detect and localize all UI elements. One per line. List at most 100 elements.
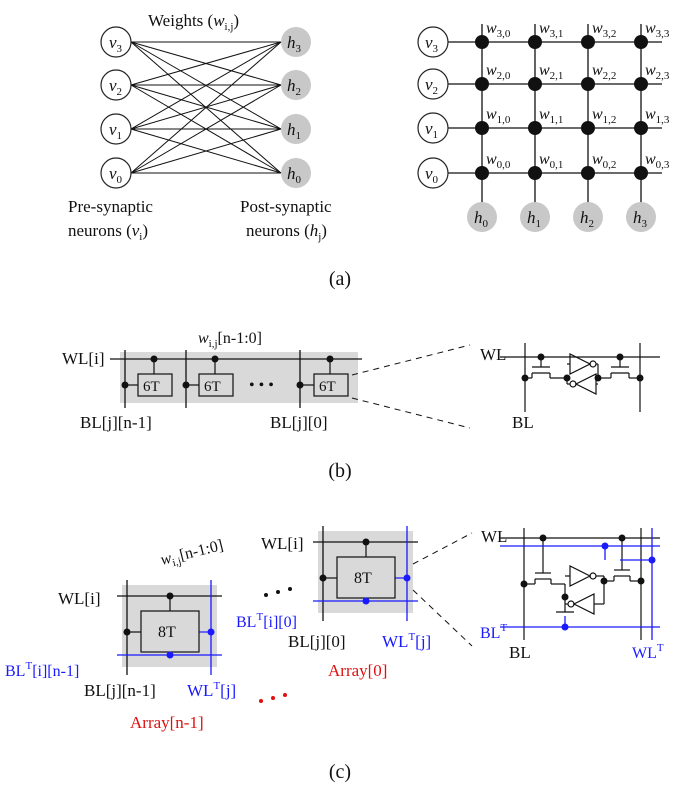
- svg-text:h2: h2: [287, 76, 301, 98]
- b-6t-cell-right: 6T: [296, 355, 349, 397]
- c-zoom-wlt-label: WLT: [632, 642, 664, 662]
- crossbar-v-node-2: v2: [417, 68, 449, 100]
- svg-text:6T: 6T: [143, 379, 160, 395]
- synapse-dot: [475, 121, 489, 135]
- caption-b: (b): [328, 460, 351, 482]
- panel-a-network: Weights (wi,j) v3 v2 v1 v0 h3: [68, 11, 332, 243]
- crossbar-h-node-2: h2: [573, 202, 603, 232]
- crossbar-h-node-0: h0: [467, 202, 497, 232]
- v-node-1: v1: [100, 113, 132, 145]
- synapse-dot: [634, 77, 648, 91]
- c-8t-schematic: [500, 528, 660, 640]
- weight-label: w1,3: [645, 106, 670, 126]
- svg-text:6T: 6T: [319, 379, 336, 395]
- v-node-2: v2: [100, 69, 132, 101]
- svg-text:v1: v1: [109, 120, 122, 142]
- panel-c: wi,j[n-1:0] 8T WL[i] BLT[i][n-1] BL[j][n…: [5, 526, 664, 732]
- c-zoom-wl-label: WL: [481, 527, 507, 546]
- svg-text:h2: h2: [580, 208, 594, 230]
- svg-text:v0: v0: [109, 164, 123, 186]
- svg-text:h1: h1: [527, 208, 541, 230]
- h-node-0: h0: [281, 158, 311, 188]
- weight-label: w2,0: [486, 62, 511, 82]
- c-right-blt-label: BLT[i][0]: [236, 611, 297, 631]
- c-left-array-label: Array[n-1]: [130, 713, 204, 732]
- c-left-bl-label: BL[j][n-1]: [84, 681, 156, 700]
- weight-label: w3,2: [592, 20, 616, 40]
- c-array-right: 8T: [313, 526, 418, 621]
- crossbar-h-nodes: h0 h1 h2 h3: [467, 202, 656, 232]
- crossbar-h-node-3: h3: [626, 202, 656, 232]
- svg-text:h0: h0: [474, 208, 489, 230]
- svg-text:h0: h0: [287, 164, 302, 186]
- weight-label: w2,3: [645, 62, 670, 82]
- weight-label: w0,1: [539, 151, 563, 171]
- synapse-dot: [581, 166, 595, 180]
- synapse-dot: [581, 121, 595, 135]
- svg-text:v3: v3: [109, 33, 123, 55]
- svg-text:v2: v2: [109, 76, 122, 98]
- synapse-dot: [475, 77, 489, 91]
- presynaptic-label-line2: neurons (vi): [68, 221, 148, 243]
- c-right-wl-label: WL[i]: [261, 534, 303, 553]
- svg-text:h3: h3: [287, 33, 302, 55]
- weight-label: w3,1: [539, 20, 563, 40]
- network-edges: [130, 41, 282, 174]
- crossbar-v-node-1: v1: [417, 112, 449, 144]
- crossbar-v-node-0: v0: [417, 157, 449, 189]
- svg-text:v2: v2: [425, 75, 438, 97]
- panel-a-crossbar: v3 v2 v1 v0 w3,0 w3,1 w3,2 w3,3 w2,0 w2,1 w2,2…: [417, 20, 670, 232]
- postsynaptic-nodes: h3 h2 h1 h0: [281, 27, 311, 188]
- b-zoom-bl-label: BL: [512, 413, 534, 432]
- c-right-wlt-label: WLT[j]: [382, 631, 431, 651]
- svg-text:v0: v0: [425, 164, 439, 186]
- svg-text:h3: h3: [633, 208, 648, 230]
- weight-label: w3,0: [486, 20, 511, 40]
- weight-label: w2,1: [539, 62, 563, 82]
- weight-label: w1,0: [486, 106, 511, 126]
- weight-label: w3,3: [645, 20, 670, 40]
- c-left-cell-label: 8T: [158, 624, 176, 641]
- c-red-ellipsis: [259, 693, 287, 703]
- weight-label: w1,1: [539, 106, 563, 126]
- crossbar-synapse-dots: [475, 35, 648, 180]
- postsynaptic-label-line1: Post-synaptic: [240, 197, 332, 216]
- c-right-bl-label: BL[j][0]: [288, 632, 346, 651]
- synapse-dot: [475, 166, 489, 180]
- synapse-dot: [581, 77, 595, 91]
- h-node-2: h2: [281, 70, 311, 100]
- c-zoom-bl-label: BL: [509, 643, 531, 662]
- c-weight-label: wi,j[n-1:0]: [159, 537, 226, 572]
- synapse-dot: [528, 121, 542, 135]
- c-left-wl-label: WL[i]: [58, 589, 100, 608]
- b-zoom-lines: [351, 344, 471, 429]
- svg-text:v1: v1: [425, 119, 438, 141]
- b-6t-cell-middle: 6T: [182, 355, 234, 397]
- b-zoom-wl-label: WL: [480, 345, 506, 364]
- v-node-0: v0: [100, 157, 132, 189]
- panel-b: wi,j[n-1:0] WL[i] 6T 6T • • •: [62, 330, 660, 432]
- weight-label: w0,2: [592, 151, 616, 171]
- network-edge: [130, 41, 282, 130]
- synapse-dot: [475, 35, 489, 49]
- crossbar-v-node-3: v3: [417, 26, 449, 58]
- c-zoom-blt-label: BLT: [480, 622, 507, 642]
- b-bitline-left-label: BL[j][n-1]: [80, 413, 152, 432]
- weight-label: w2,2: [592, 62, 616, 82]
- b-weight-label: wi,j[n-1:0]: [198, 330, 262, 350]
- v-node-3: v3: [100, 26, 132, 58]
- b-6t-cell-left: 6T: [121, 355, 173, 397]
- svg-text:h1: h1: [287, 120, 301, 142]
- c-right-array-label: Array[0]: [328, 661, 387, 680]
- c-left-blt-label: BLT[i][n-1]: [5, 660, 79, 680]
- network-edge: [130, 84, 282, 174]
- b-ellipsis: • • •: [249, 377, 274, 394]
- weight-label: w0,0: [486, 151, 511, 171]
- weight-label: w1,2: [592, 106, 616, 126]
- svg-text:6T: 6T: [204, 379, 221, 395]
- crossbar-weight-labels: w3,0 w3,1 w3,2 w3,3 w2,0 w2,1 w2,2 w2,3 w1,0 w1,1…: [486, 20, 670, 171]
- synapse-dot: [634, 121, 648, 135]
- crossbar-h-node-1: h1: [520, 202, 550, 232]
- presynaptic-label-line1: Pre-synaptic: [68, 197, 153, 216]
